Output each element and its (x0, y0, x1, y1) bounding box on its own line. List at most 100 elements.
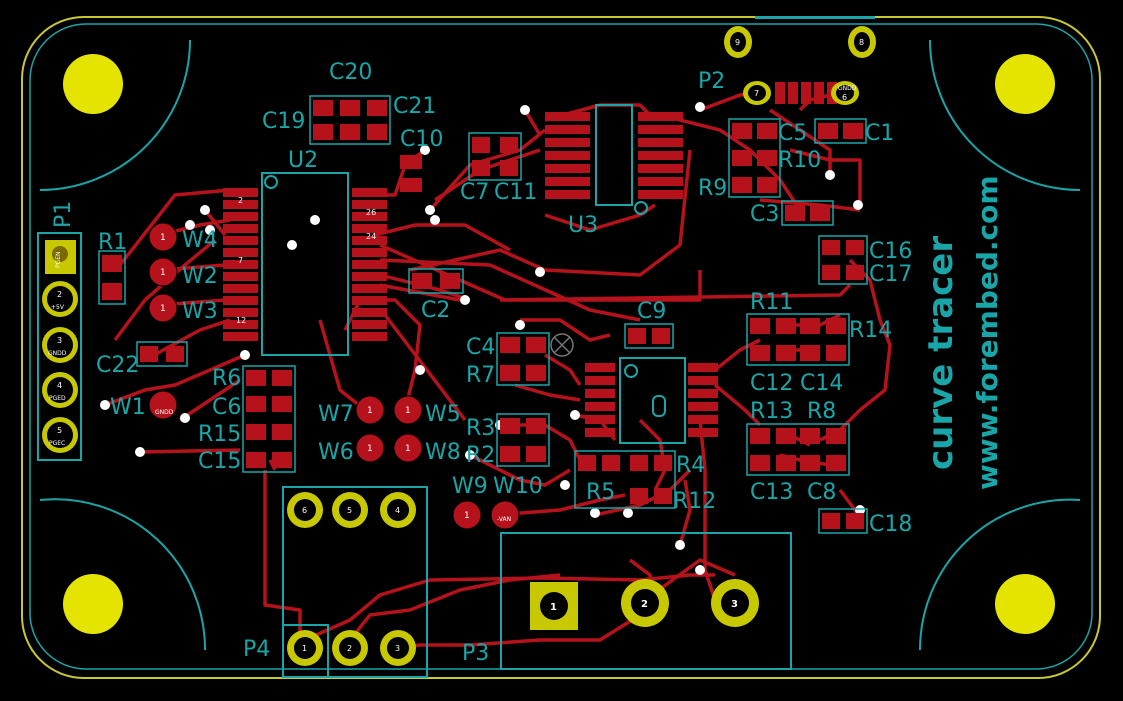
p4-connector[interactable]: 6 5 4 1 2 3 (282, 486, 428, 678)
u2-pin-24: 24 (366, 232, 376, 241)
ref-c11: C11 (494, 180, 537, 205)
ref-w4: W4 (182, 228, 218, 253)
ref-w5: W5 (425, 402, 461, 427)
ref-r15: R15 (198, 422, 241, 447)
u2-pin-12: 12 (236, 316, 246, 325)
ref-c5: C5 (778, 121, 807, 146)
ref-p4: P4 (243, 637, 270, 662)
ref-c21: C21 (393, 94, 436, 119)
ref-w10: W10 (493, 474, 543, 499)
ref-c17: C17 (869, 262, 912, 287)
u2-pin-7: 7 (238, 256, 243, 265)
ref-c9: C9 (637, 299, 666, 324)
ref-c14: C14 (800, 371, 843, 396)
svg-text:1: 1 (160, 268, 166, 278)
ref-r13: R13 (750, 399, 793, 424)
p4-pin-3: 3 (395, 644, 400, 653)
ref-w6: W6 (318, 440, 354, 465)
ref-c4: C4 (466, 335, 495, 360)
ref-c22: C22 (96, 353, 139, 378)
svg-text:1: 1 (160, 304, 166, 314)
p2-pin-6: 6 (842, 93, 847, 102)
ref-c12: C12 (750, 371, 793, 396)
ref-r8: R8 (807, 399, 836, 424)
ref-w3: W3 (182, 299, 218, 324)
p1-pin1-label: PGEN (55, 251, 62, 268)
ref-c18: C18 (869, 512, 912, 537)
ref-w7: W7 (318, 402, 354, 427)
p4-pin-1: 1 (302, 644, 307, 653)
ref-r9: R9 (698, 176, 727, 201)
mounting-holes (63, 54, 1055, 634)
ref-c10: C10 (400, 127, 443, 152)
ref-c8: C8 (807, 480, 836, 505)
ref-p3: P3 (462, 641, 489, 666)
ref-r7: R7 (466, 363, 495, 388)
ref-r3: R3 (466, 416, 495, 441)
ref-w8: W8 (425, 440, 461, 465)
ref-c19: C19 (262, 109, 305, 134)
p1-pin4-num: 4 (57, 381, 62, 390)
p3-connector[interactable]: 1 2 3 (500, 532, 792, 670)
corner-arcs (39, 39, 1081, 651)
ref-p1: P1 (51, 201, 76, 228)
p2-pin-8: 8 (859, 38, 864, 47)
fiducial-mark (550, 333, 574, 357)
ref-u2: U2 (288, 148, 318, 173)
smd-passives (102, 82, 864, 529)
p4-pin-6: 6 (302, 506, 307, 515)
svg-text:1: 1 (405, 444, 411, 454)
p3-pin-3: 3 (731, 599, 738, 610)
p2-connector[interactable]: 9 8 7 GNDD 6 (724, 16, 876, 105)
board-url: www.forembed.com (971, 175, 1004, 490)
ref-r2: R2 (466, 443, 495, 468)
svg-text:1: 1 (367, 444, 373, 454)
ref-w2: W2 (182, 264, 218, 289)
ref-r14: R14 (849, 318, 892, 343)
ref-r11: R11 (750, 290, 793, 315)
p1-pin5-label: PGEC (49, 440, 65, 447)
ref-c15: C15 (198, 449, 241, 474)
w10-pin-label: -VAN (497, 516, 511, 523)
p1-connector[interactable]: PGEN 2 +5V 3 GNDD 4 PGED 5 PGEC (37, 232, 82, 461)
p1-pin3-label: GNDD (48, 350, 67, 357)
u3-chip[interactable] (545, 104, 683, 215)
p4-pin-4: 4 (395, 506, 400, 515)
p1-pin5-num: 5 (57, 426, 62, 435)
u2-pin-2: 2 (238, 196, 243, 205)
ref-r5: R5 (586, 480, 615, 505)
board-title: curve tracer (921, 236, 961, 470)
p3-pin-1: 1 (550, 602, 557, 613)
p2-pin-7: 7 (754, 89, 759, 98)
ref-c20: C20 (329, 60, 372, 85)
ref-r1: R1 (98, 230, 127, 255)
p1-pin2-num: 2 (57, 290, 62, 299)
ref-r4: R4 (676, 453, 705, 478)
p4-pin-2: 2 (347, 644, 352, 653)
u2-chip[interactable]: 2 7 12 26 24 (223, 172, 387, 356)
ref-c2: C2 (421, 298, 450, 323)
center-ic[interactable] (585, 357, 718, 444)
p4-pin-5: 5 (347, 506, 352, 515)
ref-c13: C13 (750, 480, 793, 505)
ref-c7: C7 (460, 180, 489, 205)
svg-text:1: 1 (367, 406, 373, 416)
ref-r10: R10 (778, 148, 821, 173)
w1-pin-label: GNDD (155, 409, 174, 416)
u2-pin-26: 26 (366, 208, 376, 217)
p1-pin3-num: 3 (57, 336, 62, 345)
ref-r6: R6 (212, 366, 241, 391)
p2-pin-6-label: GNDD (838, 85, 857, 92)
ref-c6: C6 (212, 395, 241, 420)
p3-pin-2: 2 (641, 599, 648, 610)
p2-pin-9: 9 (735, 38, 740, 47)
ref-u3: U3 (568, 213, 598, 238)
ref-p2: P2 (698, 69, 725, 94)
ref-c1: C1 (865, 121, 894, 146)
reference-labels: R1 W4 W2 W3 C22 W1 R6 C6 R15 C15 C19 C20… (96, 60, 912, 537)
ref-w1: W1 (110, 395, 146, 420)
ref-c16: C16 (869, 239, 912, 264)
ref-w9: W9 (452, 474, 488, 499)
